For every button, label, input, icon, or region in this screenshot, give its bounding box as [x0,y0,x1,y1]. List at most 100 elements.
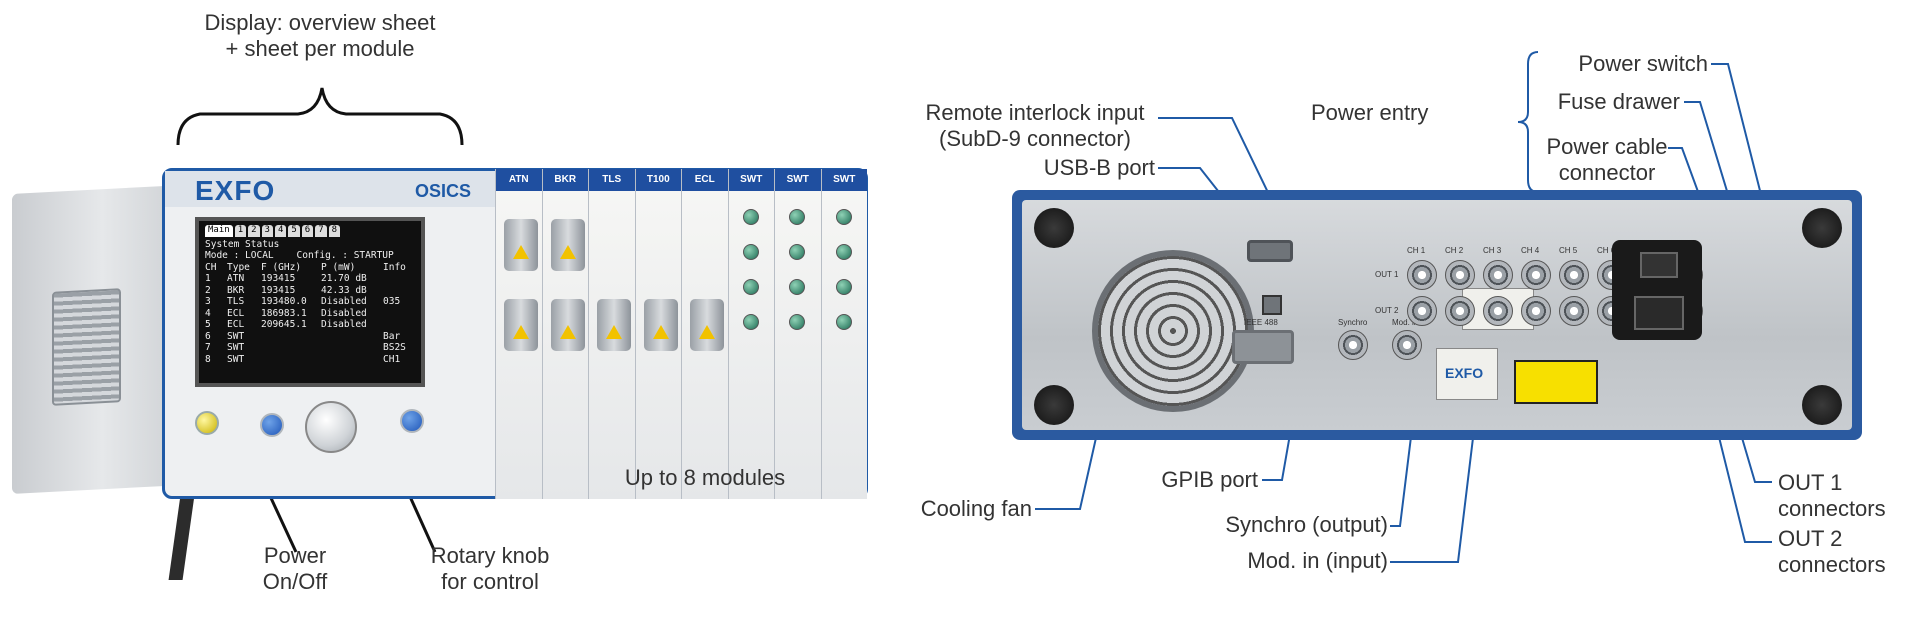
ieee-label: IEEE 488 [1244,318,1278,327]
usb-b-port[interactable] [1262,295,1282,315]
power-switch[interactable] [1640,252,1678,278]
channel-label: CH 2 [1445,246,1464,255]
out-connector[interactable] [1559,260,1589,290]
display-cell: 1 [205,273,211,284]
switch-connector[interactable] [789,209,805,225]
subd-9-connector[interactable] [1247,240,1293,262]
module-slot: BKR [541,169,588,499]
module-slot: SWT [727,169,774,499]
module-slot: TLS [588,169,635,499]
display-cell: ATN [227,273,245,284]
power-entry-module [1612,240,1702,340]
out-connector[interactable] [1521,296,1551,326]
display-cell: 7 [205,342,211,353]
out-connector[interactable] [1407,296,1437,326]
power-button[interactable] [195,411,219,435]
remote-interlock-label: Remote interlock input (SubD-9 connector… [925,100,1145,151]
module-slot: ECL [681,169,728,499]
switch-connector[interactable] [742,314,759,330]
display-tab: 6 [301,225,314,237]
display-label: Display: overview sheet + sheet per modu… [204,10,436,61]
display-cell: ECL [227,319,245,330]
power-entry-label: Power entry [1311,100,1429,125]
out-connector[interactable] [1559,296,1589,326]
display-cell: 186983.1 [261,307,307,319]
out-row-label: OUT 2 [1375,306,1399,315]
rear-label-plate: EXFO [1436,348,1498,400]
display-cell: 5 [205,319,211,330]
channel-label: CH 1 [1407,246,1426,255]
switch-connector[interactable] [742,244,759,260]
rotary-knob[interactable] [305,401,357,453]
display-cell [261,354,315,366]
switch-connector[interactable] [789,279,805,295]
switch-connector[interactable] [742,209,759,225]
display-cell: Bar [383,330,401,342]
foot-bottom-left [1034,385,1074,425]
gpib-label: GPIB port [1161,467,1258,492]
laser-warning-icon [513,325,529,339]
out-connector[interactable] [1521,260,1551,290]
mod-in-connector[interactable] [1392,330,1422,360]
laser-warning-icon [606,325,622,339]
display-cell: SWT [227,353,245,365]
display-cell [383,273,411,285]
exfo-logo: EXFO [195,175,276,206]
module-slot: T100 [634,169,681,499]
display-cell: 035 [383,296,401,307]
gpib-port[interactable] [1232,330,1294,364]
out-connector[interactable] [1445,296,1475,326]
out-connector[interactable] [1483,296,1513,326]
display-tab: 2 [248,225,260,237]
display-tab: Main [205,225,233,237]
display-cell: Disabled [321,319,367,330]
right-blue-button[interactable] [400,409,424,433]
display-tab: 4 [274,225,287,237]
out-row-label: OUT 1 [1375,270,1399,279]
synchro-connector[interactable] [1338,330,1368,360]
channel-label: CH 4 [1521,246,1540,255]
chassis-side [12,186,162,494]
display-cell: 193480.0 [261,296,307,307]
display-header-cell: Type [227,261,250,273]
switch-connector[interactable] [789,314,805,330]
display-cell: 42.33 dB [321,284,367,296]
foot-bottom-right [1802,385,1842,425]
out-connector[interactable] [1445,260,1475,290]
display-tab: 8 [328,225,341,237]
out-connector[interactable] [1483,260,1513,290]
display-header-cell: Info [383,261,406,273]
display-cell [383,308,411,320]
usb-label: USB-B port [1043,155,1155,180]
display-cell: BS2S [383,342,406,353]
switch-connector[interactable] [835,314,852,330]
out-connector[interactable] [1407,260,1437,290]
module-slot: SWT [774,169,821,499]
display-tab: 7 [315,225,327,237]
left-blue-button[interactable] [260,413,284,437]
synchro-label: Synchro [1338,318,1368,327]
module-header: ATN [496,169,542,191]
switch-connector[interactable] [835,209,852,225]
switch-connector[interactable] [835,279,852,295]
switch-connector[interactable] [742,279,759,295]
power-entry-brace [1517,51,1539,193]
switch-connector[interactable] [835,244,852,260]
power-cable-label: Power cable connector [1546,134,1668,185]
module-header: SWT [775,169,821,191]
power-cable-connector[interactable] [1634,296,1684,330]
display-cell: Disabled [321,296,367,307]
display-cell: CH1 [383,353,401,365]
display-cell: 2 [205,284,211,296]
module-header: T100 [635,169,681,191]
switch-connector[interactable] [789,244,805,260]
display-tab: 1 [234,225,247,237]
